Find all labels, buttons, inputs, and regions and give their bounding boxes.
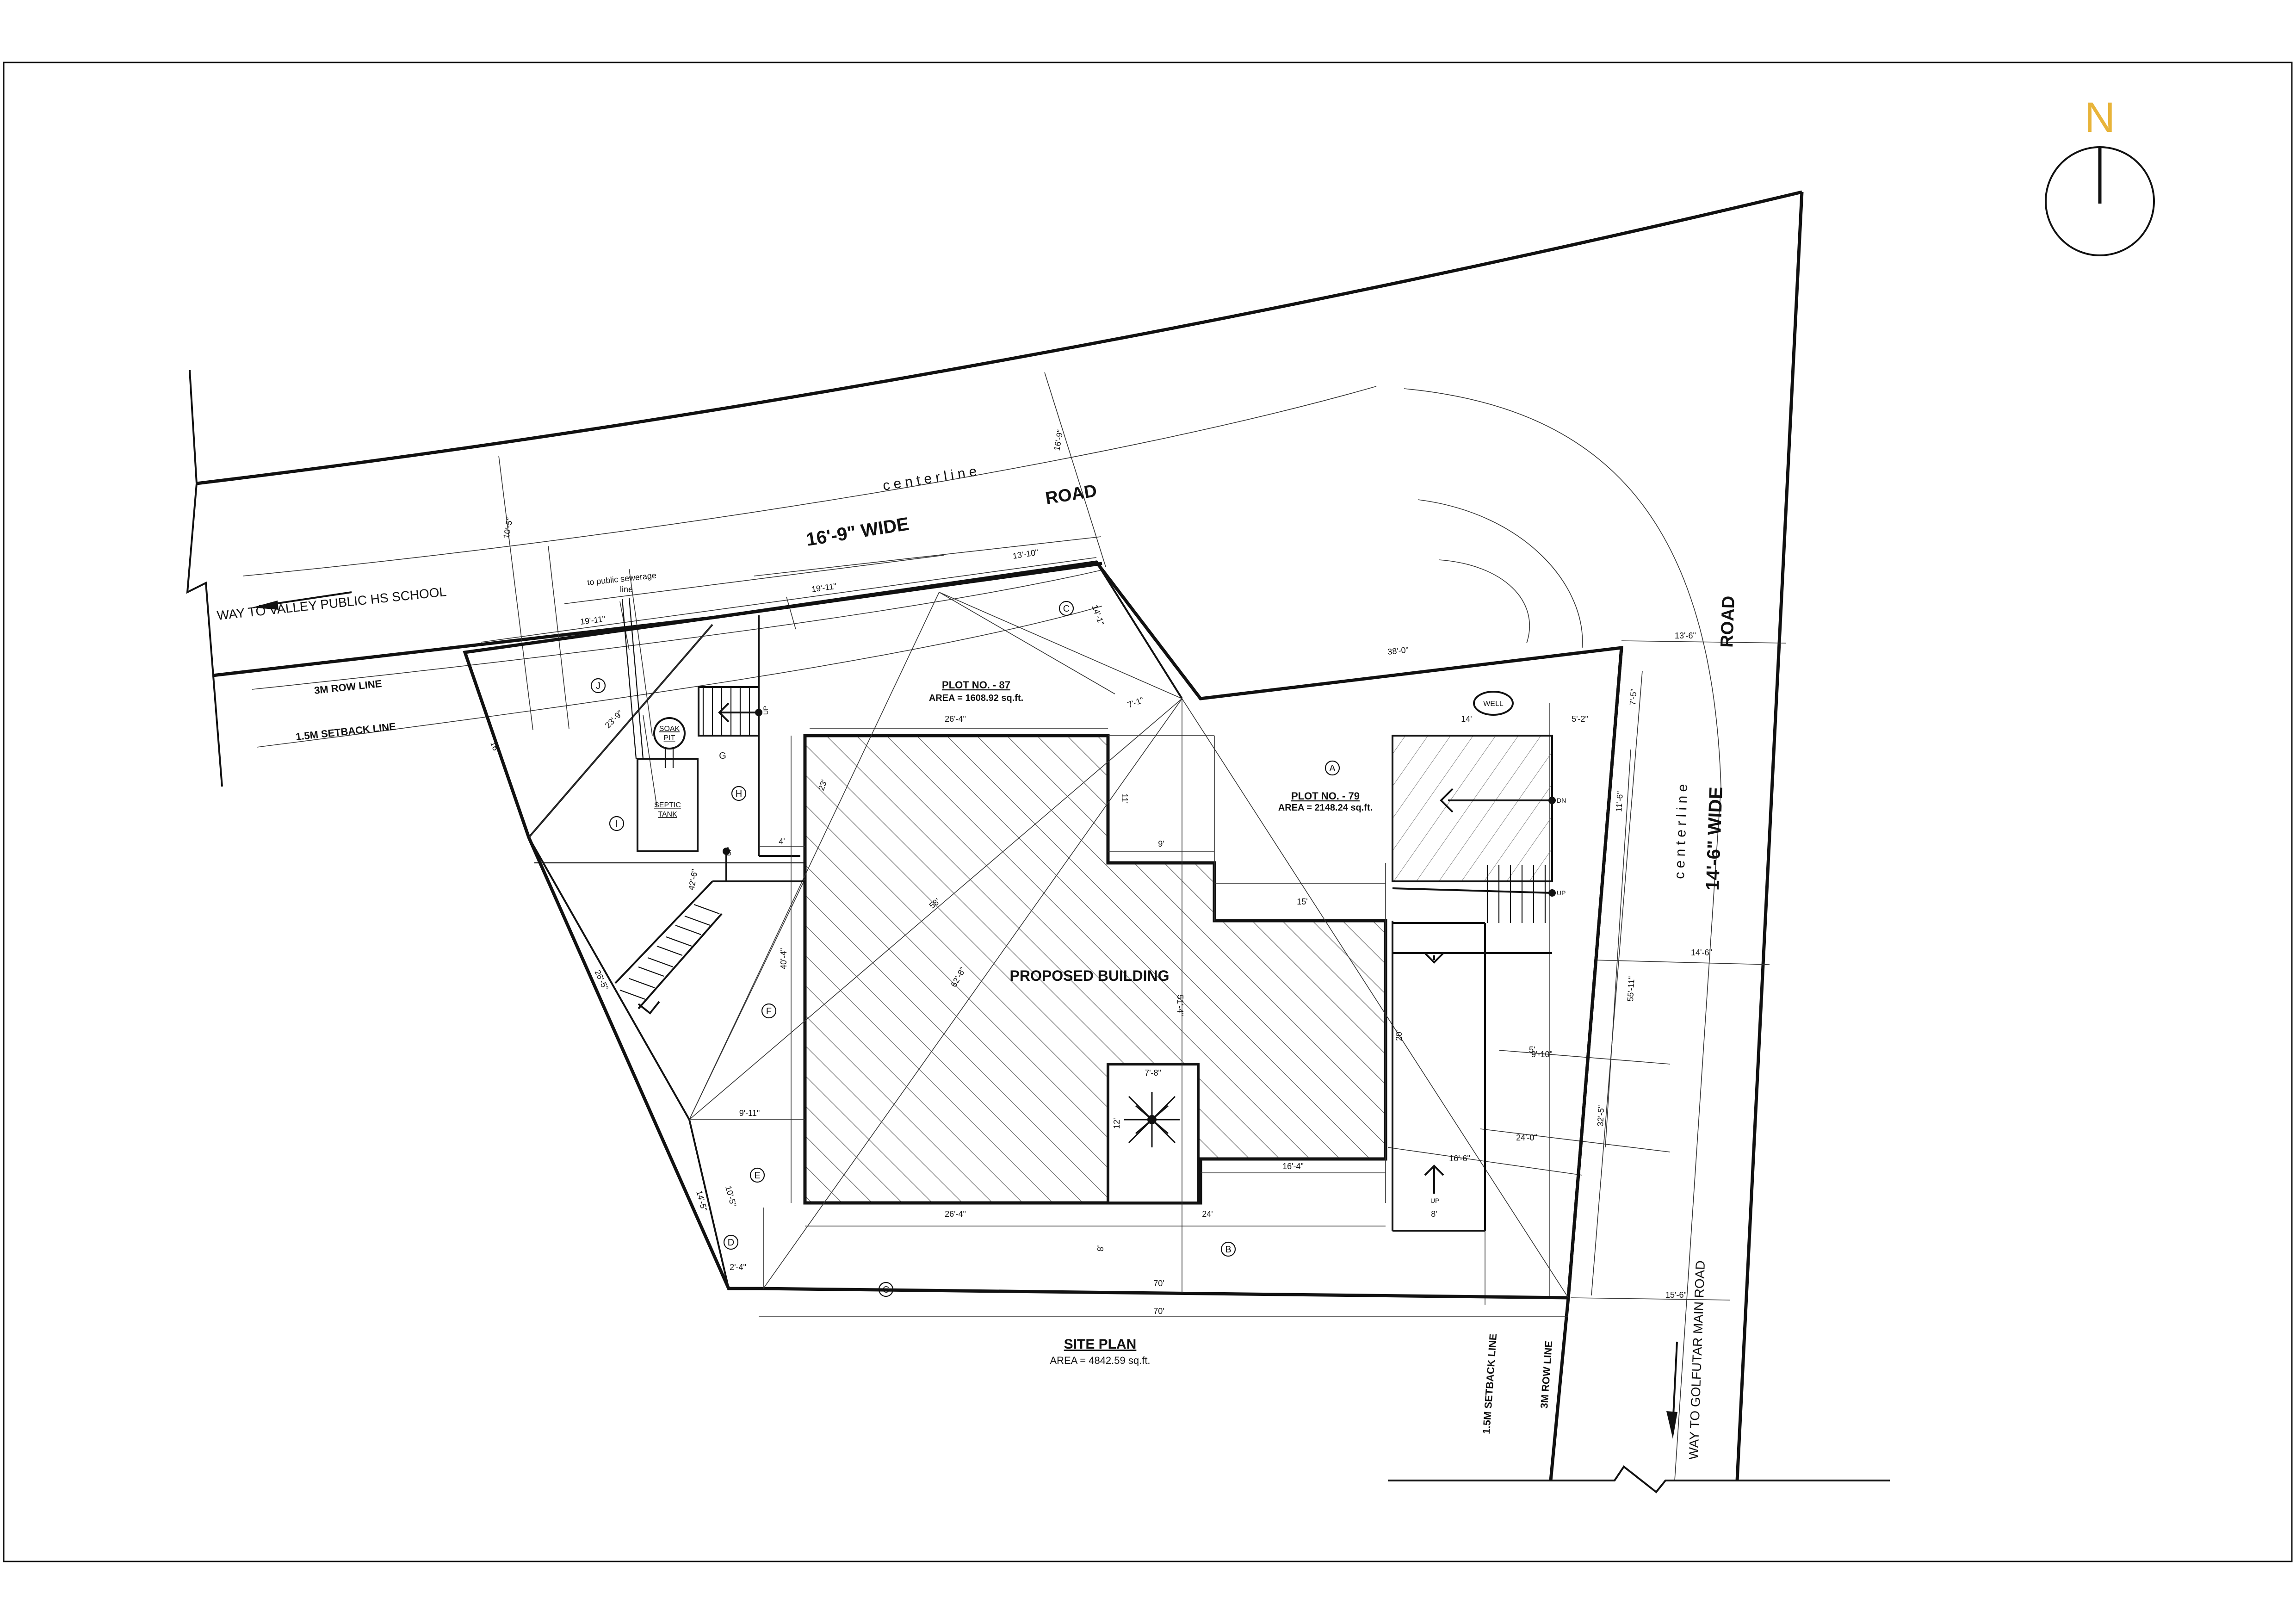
zone-e: E — [754, 1171, 760, 1181]
pit-label: PIT — [664, 734, 675, 742]
stair-up-left: UP — [725, 847, 732, 856]
plot87-area: AREA = 1608.92 sq.ft. — [929, 693, 1023, 703]
zone-f: F — [766, 1006, 772, 1016]
dim-7-8: 7'-8" — [1145, 1068, 1161, 1078]
zone-j: J — [596, 681, 600, 691]
dim-51-4: 51'-4" — [1176, 995, 1185, 1016]
zone-d: D — [728, 1238, 734, 1248]
dim-7-5: 7'-5" — [1628, 688, 1638, 706]
dim-5: 5' — [1529, 1045, 1535, 1054]
dim-24: 24' — [1202, 1209, 1213, 1219]
north-arrow: N — [2045, 94, 2155, 256]
dim-7-1: 7'-1" — [1126, 695, 1145, 710]
plant-icon — [1124, 1092, 1180, 1147]
stair-up-bottom: UP — [1430, 1197, 1439, 1204]
dim-9-10: 9'-10" — [1531, 1050, 1553, 1059]
zone-h: H — [736, 789, 742, 799]
road-top-setback-line: 1.5M SETBACK LINE — [295, 720, 396, 743]
dim-16-6: 16'-6" — [1449, 1154, 1470, 1163]
dim-10-5-b: 10'-5" — [501, 517, 514, 539]
dim-23-9: 23'-9" — [603, 708, 625, 730]
road-top-width: 16'-9" WIDE — [805, 514, 910, 550]
road-top-label: ROAD — [1044, 481, 1098, 508]
zone-i: I — [615, 819, 618, 829]
dim-19-11-a: 19'-11" — [811, 582, 837, 594]
dim-11: 11' — [1120, 793, 1129, 804]
road-right-way: WAY TO GOLFUTAR MAIN ROAD — [1686, 1260, 1708, 1460]
road-right-center-line: c e n t e r l i n e — [1672, 784, 1690, 879]
dim-70-b: 70' — [1153, 1307, 1164, 1316]
dim-9: 9' — [1158, 839, 1164, 849]
road-right-label: ROAD — [1717, 595, 1739, 648]
dim-26-4-bottom: 26'-4" — [945, 1209, 966, 1219]
triangulation-lines — [528, 592, 1569, 1317]
zone-c-top: C — [1063, 604, 1070, 614]
dim-5-2: 5'-2" — [1572, 714, 1588, 724]
sheet-border — [3, 62, 2293, 1562]
zone-c-bottom: C — [883, 1285, 889, 1295]
dim-4: 4' — [779, 837, 785, 846]
road-top-way: WAY TO VALLEY PUBLIC HS SCHOOL — [216, 584, 447, 623]
dim-8-b: 8' — [1096, 1245, 1105, 1251]
dim-24-0: 24'-0" — [1516, 1133, 1537, 1142]
proposed-building-label: PROPOSED BUILDING — [1010, 967, 1170, 984]
zone-a: A — [1329, 763, 1336, 774]
soak-pit-icon — [653, 717, 686, 750]
right-wing — [1392, 735, 1556, 1232]
dim-15: 15' — [1297, 897, 1307, 906]
road-right-row-line: 3M ROW LINE — [1538, 1340, 1554, 1409]
dim-32-5: 32'-5" — [1596, 1105, 1606, 1127]
dim-13-6: 13'-6" — [1675, 631, 1696, 640]
stair-up-g: UP — [762, 706, 769, 715]
dim-42-6: 42'-6" — [687, 868, 699, 891]
dim-70-a: 70' — [1153, 1279, 1164, 1288]
dim-16-4: 16'-4" — [1282, 1162, 1304, 1171]
zone-b: B — [1225, 1245, 1231, 1255]
dim-26-4-top: 26'-4" — [945, 714, 966, 724]
plot79-area: AREA = 2148.24 sq.ft. — [1278, 803, 1373, 813]
zone-markers — [590, 601, 1340, 1297]
road-right-width: 14'-6" WIDE — [1702, 787, 1727, 891]
north-circle-icon — [2045, 146, 2155, 256]
left-stairs — [614, 686, 805, 1015]
road-right-setback-line: 1.5M SETBACK LINE — [1480, 1333, 1499, 1435]
dim-2-4: 2'-4" — [730, 1263, 746, 1272]
dim-12: 12' — [1112, 1118, 1121, 1129]
site-plan-title: SITE PLAN — [1064, 1337, 1137, 1352]
dim-19-11-b: 19'-11" — [580, 614, 606, 626]
dim-14: 14' — [1461, 714, 1472, 724]
dim-20: 20' — [1394, 1030, 1404, 1041]
road-top-row-line: 3M ROW LINE — [314, 678, 382, 696]
plot79-title: PLOT NO. - 79 — [1291, 790, 1360, 802]
septic-tank-icon — [637, 758, 699, 852]
dim-11-6: 11'-6" — [1614, 791, 1625, 812]
stair-up-a: UP — [1557, 889, 1566, 897]
sewer-label-2: line — [620, 585, 633, 594]
soak-label: SOAK — [659, 725, 680, 733]
dim-15-6: 15'-6" — [1665, 1290, 1687, 1300]
dim-13-10: 13'-10" — [1012, 547, 1039, 560]
road-top-center-line: c e n t e r l i n e — [882, 464, 978, 494]
dim-40-4: 40'-4" — [779, 948, 788, 969]
tank-label: TANK — [658, 811, 677, 818]
dim-9-11: 9'-11" — [739, 1109, 760, 1118]
dim-8-a: 8' — [1431, 1209, 1437, 1219]
dim-10-5: 10'-5" — [724, 1185, 738, 1208]
north-letter: N — [2085, 94, 2115, 141]
dim-14-6: 14'-6" — [1691, 948, 1712, 957]
dim-55-11: 55'-11" — [1626, 976, 1636, 1002]
dim-14-1: 14'-1" — [1090, 604, 1106, 627]
utilities — [621, 597, 1514, 852]
dim-16-9: 16'-9" — [1052, 429, 1065, 452]
dim-38-0: 38'-0" — [1387, 645, 1409, 657]
well-icon — [1473, 691, 1514, 716]
plot87-title: PLOT NO. - 87 — [942, 679, 1010, 691]
site-plan-area: AREA = 4842.59 sq.ft. — [1050, 1355, 1150, 1366]
septic-label: SEPTIC — [654, 801, 681, 809]
zone-g: G — [719, 751, 726, 761]
well-label: WELL — [1483, 700, 1504, 708]
stair-dn-a: DN — [1557, 797, 1566, 804]
